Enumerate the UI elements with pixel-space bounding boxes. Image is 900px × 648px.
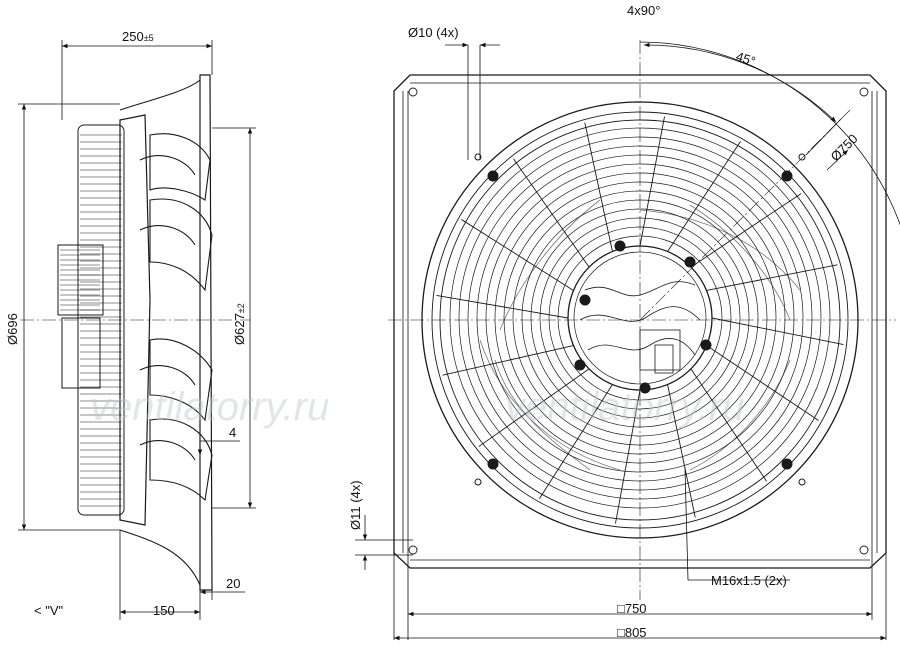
nozzle-ring: [119, 79, 201, 586]
bolt: [614, 240, 626, 252]
mount-hole: [798, 153, 806, 161]
grille-spoke: [615, 389, 641, 524]
bolt: [781, 170, 793, 182]
cooling-fins: [61, 317, 101, 389]
side-dimensions: [18, 40, 256, 620]
blades-side: [139, 133, 213, 502]
dim-hole-10: Ø10 (4x): [408, 25, 459, 40]
bolt: [487, 458, 499, 470]
bolts: [474, 153, 806, 486]
dim-offset-4: 4: [229, 425, 236, 440]
bolt: [579, 294, 591, 306]
watermarks: ventilatorry.ru ventilatorry.ru: [90, 385, 744, 429]
grille-spokes: [436, 116, 844, 524]
grille-spoke: [667, 384, 696, 518]
grille-spoke: [461, 219, 574, 291]
side-view: [20, 74, 250, 591]
dim-square-805: □805: [617, 625, 647, 640]
front-view: [388, 40, 896, 600]
watermark-right: ventilatorry.ru: [505, 385, 744, 429]
grille-spoke: [513, 158, 590, 268]
grille-spoke: [539, 384, 613, 499]
watermark-left: ventilatorry.ru: [90, 385, 329, 429]
grille-spoke: [478, 368, 590, 447]
dim-offset-150: 150: [153, 603, 175, 618]
grille-spoke: [690, 193, 802, 268]
bolt: [574, 359, 586, 371]
grille-spoke: [436, 295, 569, 319]
front-dimension-labels: Ø10 (4x) 4x90° 45° Ø750 Ø11 (4x) M16x1.5…: [348, 3, 861, 640]
grille-spoke: [690, 368, 767, 482]
grille-spoke: [706, 345, 819, 421]
motor-body: [119, 114, 151, 526]
mount-hole: [474, 478, 482, 486]
bolt: [700, 339, 712, 351]
motor-grille: [77, 124, 125, 516]
terminal-box: [57, 244, 104, 316]
grille-spoke: [711, 317, 844, 345]
grille-spoke: [639, 116, 665, 247]
dim-depth: 250±5: [122, 29, 154, 44]
grille-spoke: [442, 345, 574, 376]
bolt: [487, 170, 499, 182]
mount-hole: [798, 478, 806, 486]
mount-plate-side: [199, 74, 213, 591]
dim-pcd-750: Ø750: [828, 131, 861, 164]
blades-front: [479, 199, 801, 471]
front-dimensions: [355, 41, 900, 641]
grille-spoke: [706, 264, 838, 291]
grille-spoke: [667, 141, 741, 252]
dim-offset-20: 20: [226, 576, 240, 591]
dim-hole-11: Ø11 (4x): [348, 480, 363, 530]
grille-spoke: [584, 122, 613, 252]
dim-height: Ø696: [5, 313, 20, 345]
bolt: [684, 256, 696, 268]
dim-blade-diameter: Ø627±2: [232, 303, 247, 345]
side-dimension-labels: 250±5 Ø696 Ø627±2 4 20 150 < "V": [5, 29, 247, 618]
dim-square-750: □750: [617, 601, 647, 616]
dim-thread: M16x1.5 (2x): [711, 573, 787, 588]
bolt: [781, 458, 793, 470]
dim-angle-45: 45°: [734, 49, 757, 69]
corner-holes: [408, 87, 869, 555]
view-v-label: < "V": [34, 603, 63, 618]
dim-angle-4x90: 4x90°: [627, 3, 660, 18]
mount-plate: [393, 74, 887, 569]
mount-hole: [474, 153, 482, 161]
